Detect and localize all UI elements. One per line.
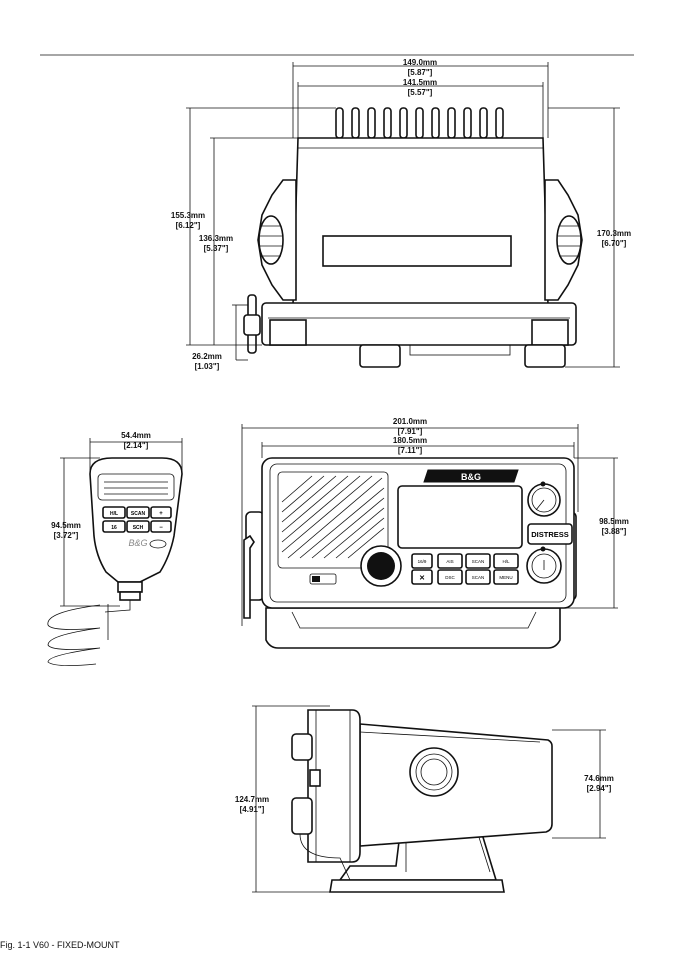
label-plate	[322, 235, 512, 267]
dim-side-depth: 74.6mm	[584, 774, 614, 783]
mic-key-2-label: SCAN	[131, 511, 146, 517]
dim-top-base-in: [1.03"]	[195, 362, 220, 371]
mic-key-3-label: +	[159, 511, 163, 517]
dim-top-width-outer-in: [5.87"]	[408, 68, 433, 77]
front-view: B&G DISTRESS 16/9 AIS SCAN H/L ✕ DSC S	[243, 457, 577, 649]
mic-key-5-label: SCH	[133, 525, 144, 531]
front-mic-hanger	[243, 534, 255, 619]
microphone-view: H/L SCAN + 16 SCH − B&G	[47, 457, 183, 666]
heat-sink-fins	[335, 107, 504, 139]
distress-button	[527, 523, 573, 545]
side-dimension-lines	[252, 705, 606, 893]
mic-key-minus	[150, 520, 172, 533]
front-key-5	[411, 569, 433, 585]
dim-top-height-right-in: [6.70"]	[602, 239, 627, 248]
front-key-6-label: DSC	[445, 575, 455, 580]
dim-side-height: 124.7mm	[235, 795, 269, 804]
dim-top-height-left: 155.3mm	[171, 211, 205, 220]
dim-front-width-inner-in: [7.11"]	[398, 446, 423, 455]
dim-top-height-right: 170.3mm	[597, 229, 631, 238]
mic-brand-logo: B&G	[128, 538, 147, 548]
front-key-1	[411, 553, 433, 569]
dim-top-base: 26.2mm	[192, 352, 222, 361]
mic-dimension-lines	[60, 438, 183, 607]
front-key-7-label: SCAN	[472, 575, 485, 580]
dim-mic-height: 94.5mm	[51, 521, 81, 530]
dim-front-height: 98.5mm	[599, 517, 629, 526]
dim-top-height-inner-in: [5.37"]	[204, 244, 229, 253]
mic-key-4-label: 16	[111, 525, 117, 531]
bracket-knob	[409, 747, 459, 797]
dim-side-depth-in: [2.94"]	[587, 784, 612, 793]
microphone-body	[89, 457, 183, 583]
front-key-3-label: SCAN	[472, 559, 485, 564]
dim-front-width-outer-in: [7.91"]	[398, 427, 423, 436]
mic-key-scan	[126, 506, 150, 519]
side-bezel	[307, 709, 361, 863]
front-key-6	[437, 569, 463, 585]
front-key-8	[493, 569, 519, 585]
dim-top-height-inner: 136.3mm	[199, 234, 233, 243]
front-key-2	[437, 553, 463, 569]
mic-cord	[47, 600, 131, 666]
mic-key-6-label: −	[159, 525, 163, 531]
top-view-dimension-lines	[186, 62, 620, 368]
mic-key-16	[102, 520, 126, 533]
dim-top-width-inner: 141.5mm	[403, 78, 437, 87]
dim-top-width-inner-in: [5.57"]	[408, 88, 433, 97]
front-key-1-label: 16/9	[418, 559, 427, 564]
dim-mic-width: 54.4mm	[121, 431, 151, 440]
front-dimension-lines	[241, 424, 618, 626]
front-key-5-label: ✕	[419, 575, 425, 582]
front-key-7	[465, 569, 491, 585]
dim-front-width-inner: 180.5mm	[393, 436, 427, 445]
side-view	[291, 709, 553, 893]
brand-logo: B&G	[461, 472, 481, 482]
dim-mic-height-in: [3.72"]	[54, 531, 79, 540]
display	[397, 485, 523, 549]
dim-top-width-outer: 149.0mm	[403, 58, 437, 67]
mic-key-hl	[102, 506, 126, 519]
front-key-4-label: H/L	[502, 559, 510, 564]
front-key-8-label: MENU	[499, 575, 512, 580]
figure-caption: Fig. 1-1 V60 - FIXED-MOUNT	[0, 940, 120, 950]
brand-plate	[423, 469, 519, 483]
top-view	[243, 107, 583, 368]
dim-mic-width-in: [2.14"]	[124, 441, 149, 450]
mic-key-plus	[150, 506, 172, 519]
distress-label: DISTRESS	[531, 530, 569, 539]
dim-side-height-in: [4.91"]	[240, 805, 265, 814]
dim-top-height-left-in: [6.12"]	[176, 221, 201, 230]
front-key-4	[493, 553, 519, 569]
mic-key-sch	[126, 520, 150, 533]
side-body	[359, 723, 553, 847]
speaker-grill	[277, 471, 389, 569]
dim-front-height-in: [3.88"]	[602, 527, 627, 536]
front-key-2-label: AIS	[446, 559, 453, 564]
dim-front-width-outer: 201.0mm	[393, 417, 427, 426]
front-bezel	[261, 302, 577, 346]
mic-key-1-label: H/L	[110, 511, 118, 517]
mic-socket	[309, 573, 337, 585]
front-key-3	[465, 553, 491, 569]
